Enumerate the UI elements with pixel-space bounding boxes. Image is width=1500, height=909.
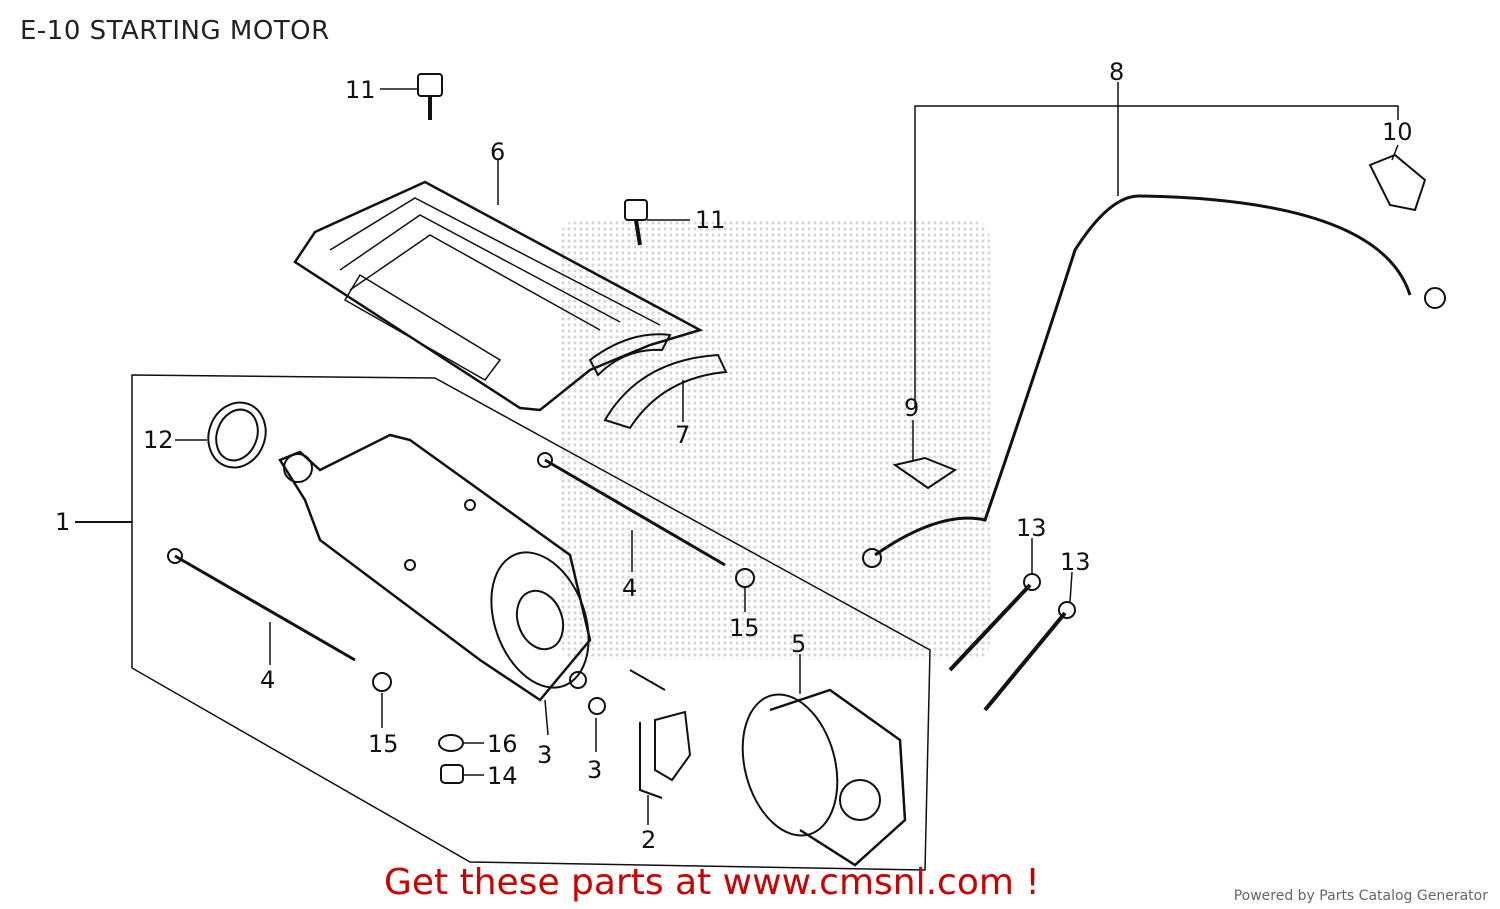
part-brush-set[interactable]	[629, 669, 692, 799]
callout-4a: 4	[260, 666, 275, 694]
part-o-ring[interactable]	[199, 394, 274, 475]
callout-4b: 4	[622, 574, 637, 602]
callout-6: 6	[490, 138, 505, 166]
callout-10: 10	[1382, 118, 1413, 146]
callout-11a: 11	[345, 76, 376, 104]
leader-lines	[175, 82, 1399, 825]
callout-5: 5	[791, 630, 806, 658]
callout-3b: 3	[587, 756, 602, 784]
callout-11b: 11	[695, 206, 726, 234]
promo-link[interactable]: Get these parts at www.cmsnl.com !	[384, 862, 1040, 903]
callout-14: 14	[487, 762, 518, 790]
assembly-bracket	[75, 374, 931, 871]
part-cover[interactable]	[293, 180, 704, 412]
callout-1: 1	[55, 508, 70, 536]
page-title: E-10 STARTING MOTOR	[20, 16, 330, 46]
part-starting-motor[interactable]	[278, 433, 606, 702]
part-nuts[interactable]	[372, 568, 755, 692]
part-cap-bolts[interactable]	[948, 573, 1076, 712]
part-small-hardware[interactable]	[438, 671, 606, 784]
callout-2: 2	[641, 826, 656, 854]
part-cable[interactable]	[862, 105, 1446, 568]
callouts: 1 2 3 3 4 4 5 6 7 8 9 10 11 11 12 13 13 …	[55, 58, 1413, 854]
callout-9: 9	[904, 394, 919, 422]
callout-16: 16	[487, 730, 518, 758]
callout-13b: 13	[1060, 548, 1091, 576]
callout-8: 8	[1109, 58, 1124, 86]
callout-12: 12	[143, 426, 174, 454]
part-end-cover[interactable]	[728, 684, 907, 867]
callout-3a: 3	[537, 741, 552, 769]
powered-by-label: Powered by Parts Catalog Generator	[1233, 888, 1488, 904]
part-through-bolts[interactable]	[167, 452, 726, 665]
part-bolts[interactable]	[380, 73, 690, 246]
part-curved-plates[interactable]	[588, 333, 728, 430]
part-cable-ends[interactable]	[892, 153, 1427, 490]
callout-7: 7	[675, 421, 690, 449]
callout-13a: 13	[1016, 514, 1047, 542]
callout-15b: 15	[729, 614, 760, 642]
callout-15a: 15	[368, 730, 399, 758]
